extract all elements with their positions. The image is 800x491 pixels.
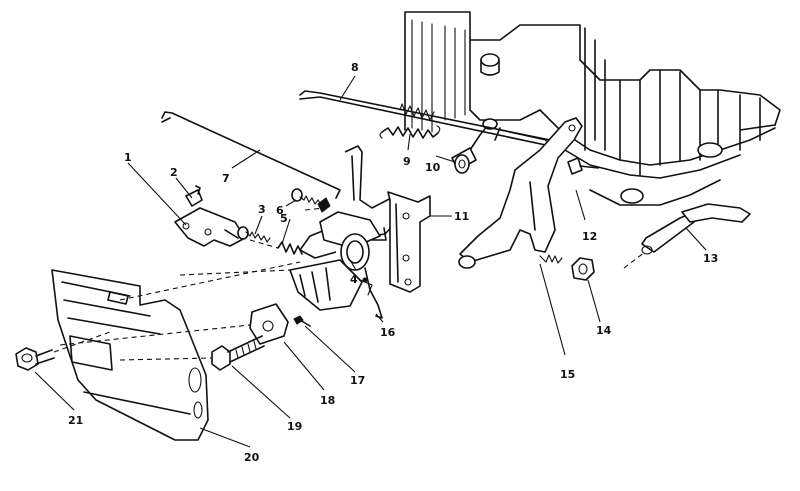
part-2-clip — [185, 185, 203, 207]
callout-14: 14 — [596, 324, 612, 337]
callout-16: 16 — [380, 326, 396, 339]
control-lever-assembly — [289, 145, 411, 319]
callout-11: 11 — [454, 210, 469, 223]
callout-13: 13 — [703, 252, 718, 265]
part-17-pin — [293, 315, 311, 327]
callout-7: 7 — [222, 172, 230, 185]
part-8-governor-rod — [299, 90, 561, 148]
part-19-bolt — [211, 335, 265, 371]
part-14-nut — [571, 257, 595, 281]
callout-19: 19 — [287, 420, 302, 433]
engine-block — [404, 11, 781, 206]
part-7-rod — [161, 111, 341, 199]
callout-2: 2 — [170, 166, 178, 179]
callout-6: 6 — [276, 204, 284, 217]
part-21-bolt — [15, 331, 111, 371]
assembly-lines — [59, 207, 326, 361]
callout-3: 3 — [258, 203, 266, 216]
callout-10: 10 — [425, 161, 441, 174]
leader-lines — [34, 75, 707, 448]
callout-12: 12 — [582, 230, 597, 243]
part-20-panel — [51, 269, 209, 441]
part-5-spring — [277, 241, 303, 255]
callout-1: 1 — [124, 151, 132, 164]
part-13-crank — [623, 203, 751, 269]
part-11-bracket — [387, 191, 431, 293]
part-9-spring — [379, 125, 441, 139]
part-10-bushing — [451, 147, 477, 174]
callout-4: 4 — [350, 273, 358, 286]
callout-15: 15 — [560, 368, 575, 381]
part-18-plate — [249, 303, 289, 345]
callout-9: 9 — [403, 155, 411, 168]
callout-8: 8 — [351, 61, 359, 74]
callout-17: 17 — [350, 374, 365, 387]
callout-21: 21 — [68, 414, 83, 427]
part-6-screw — [291, 188, 331, 213]
part-15-lever-assembly — [458, 117, 599, 269]
callout-5: 5 — [280, 212, 288, 225]
callout-20: 20 — [244, 451, 260, 464]
callout-numbers: 1 2 3 4 5 6 7 8 9 10 11 12 13 14 15 16 1… — [68, 61, 718, 464]
callout-18: 18 — [320, 394, 335, 407]
part-1-control-plate — [174, 207, 246, 247]
part-3-screw — [237, 226, 271, 243]
